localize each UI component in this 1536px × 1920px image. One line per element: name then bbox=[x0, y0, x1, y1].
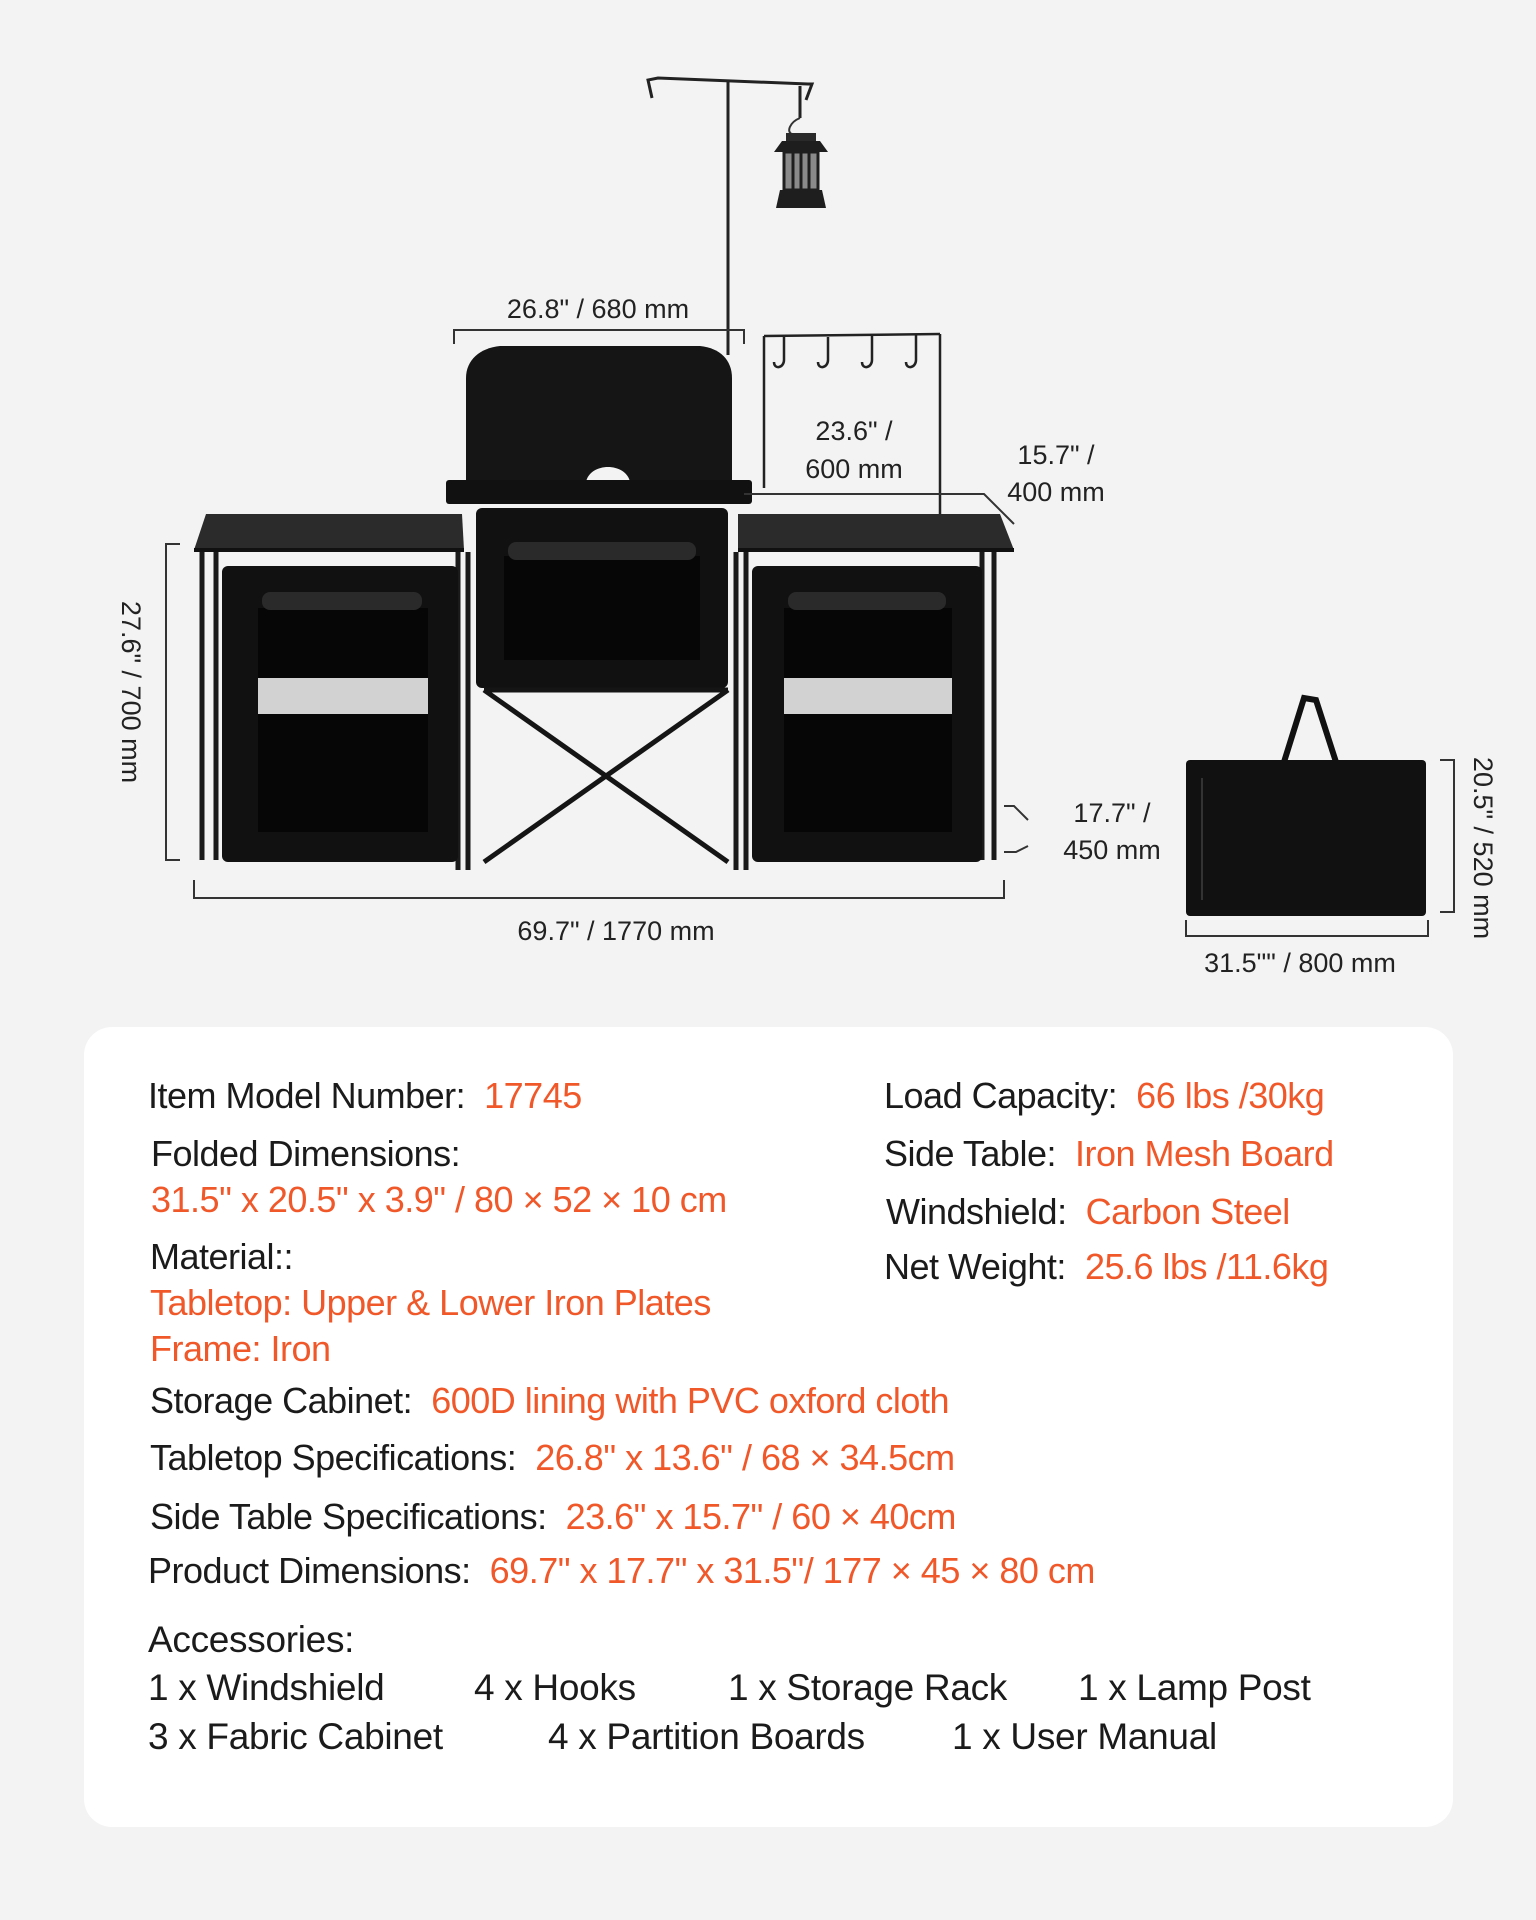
dim-bag-width: 31.5"" / 800 mm bbox=[1204, 948, 1396, 978]
accessory-item: 4 x Hooks bbox=[474, 1667, 636, 1708]
spec-folded-value: 31.5" x 20.5" x 3.9" / 80 × 52 × 10 cm bbox=[151, 1178, 727, 1222]
carry-bag bbox=[1186, 694, 1426, 916]
dim-cabinet-depth-line2: 450 mm bbox=[1063, 835, 1161, 865]
product-dimension-diagram: 26.8" / 680 mm 23.6" / 600 mm 15.7" / 40… bbox=[116, 76, 1498, 978]
dim-side-table-width-line2: 600 mm bbox=[805, 454, 903, 484]
spec-label: Windshield: bbox=[886, 1191, 1067, 1232]
spec-label: Side Table Specifications: bbox=[150, 1496, 547, 1537]
dim-cabinet-depth-line1: 17.7" / bbox=[1073, 798, 1151, 828]
accessory-item: 1 x Lamp Post bbox=[1078, 1667, 1311, 1708]
left-fabric-cabinet bbox=[222, 566, 458, 862]
dim-bag-height: 20.5" / 520 mm bbox=[1468, 757, 1498, 939]
spec-value: 31.5" x 20.5" x 3.9" / 80 × 52 × 10 cm bbox=[151, 1179, 727, 1220]
spec-label: Side Table: bbox=[884, 1133, 1056, 1174]
spec-side-table: Side Table: Iron Mesh Board bbox=[884, 1132, 1334, 1176]
spec-net-weight: Net Weight: 25.6 lbs /11.6kg bbox=[884, 1245, 1329, 1289]
spec-storage-cabinet: Storage Cabinet: 600D lining with PVC ox… bbox=[150, 1379, 949, 1423]
accessory-item: 4 x Partition Boards bbox=[548, 1716, 865, 1757]
accessories-title: Accessories: bbox=[148, 1619, 355, 1660]
spec-material-label: Material:: bbox=[150, 1235, 294, 1279]
dim-side-table-depth-line2: 400 mm bbox=[1007, 477, 1105, 507]
spec-material-value-2: Frame: Iron bbox=[150, 1327, 331, 1371]
hook-rack bbox=[762, 332, 942, 520]
dim-total-length: 69.7" / 1770 mm bbox=[517, 916, 714, 946]
spec-label: Storage Cabinet: bbox=[150, 1380, 413, 1421]
spec-card bbox=[84, 1027, 1453, 1827]
spec-windshield: Windshield: Carbon Steel bbox=[886, 1190, 1290, 1234]
dim-windshield-width: 26.8" / 680 mm bbox=[507, 294, 689, 324]
spec-side-table-specifications: Side Table Specifications: 23.6" x 15.7"… bbox=[150, 1495, 956, 1539]
center-fabric-cabinet bbox=[476, 508, 728, 688]
spec-label: Material:: bbox=[150, 1236, 294, 1277]
spec-label: Net Weight: bbox=[884, 1246, 1066, 1287]
spec-load-capacity: Load Capacity: 66 lbs /30kg bbox=[884, 1074, 1325, 1118]
accessory-item: 1 x Storage Rack bbox=[728, 1667, 1008, 1708]
accessory-item: 1 x User Manual bbox=[952, 1716, 1217, 1757]
dimension-lines bbox=[165, 329, 1455, 937]
spec-value: Tabletop: Upper & Lower Iron Plates bbox=[150, 1282, 711, 1323]
spec-value: 600D lining with PVC oxford cloth bbox=[431, 1380, 949, 1421]
dim-side-table-width-line1: 23.6" / bbox=[815, 416, 893, 446]
right-fabric-cabinet bbox=[752, 566, 982, 862]
spec-folded-label: Folded Dimensions: bbox=[151, 1132, 461, 1176]
spec-label: Item Model Number: bbox=[148, 1075, 466, 1116]
spec-label: Folded Dimensions: bbox=[151, 1133, 461, 1174]
spec-label: Product Dimensions: bbox=[148, 1550, 471, 1591]
right-side-table bbox=[738, 514, 1014, 550]
spec-product-dimensions: Product Dimensions: 69.7" x 17.7" x 31.5… bbox=[148, 1549, 1095, 1593]
spec-value: 23.6" x 15.7" / 60 × 40cm bbox=[565, 1496, 957, 1537]
dim-table-height: 27.6" / 700 mm bbox=[116, 601, 146, 783]
spec-label: Load Capacity: bbox=[884, 1075, 1118, 1116]
spec-value: 69.7" x 17.7" x 31.5"/ 177 × 45 × 80 cm bbox=[489, 1550, 1096, 1591]
spec-value: Iron Mesh Board bbox=[1074, 1133, 1334, 1174]
center-x-frame bbox=[482, 687, 730, 865]
spec-value: Carbon Steel bbox=[1085, 1191, 1291, 1232]
left-side-table bbox=[194, 514, 464, 550]
spec-model-number: Item Model Number: 17745 bbox=[148, 1074, 582, 1118]
spec-value: 26.8" x 13.6" / 68 × 34.5cm bbox=[535, 1437, 955, 1478]
spec-value: 17745 bbox=[484, 1075, 582, 1116]
lamp-post bbox=[646, 76, 815, 355]
spec-value: 66 lbs /30kg bbox=[1136, 1075, 1325, 1116]
center-tabletop bbox=[446, 480, 752, 504]
lantern-icon bbox=[774, 117, 828, 208]
spec-material-value-1: Tabletop: Upper & Lower Iron Plates bbox=[150, 1281, 711, 1325]
spec-tabletop: Tabletop Specifications: 26.8" x 13.6" /… bbox=[150, 1436, 955, 1480]
accessory-item: 3 x Fabric Cabinet bbox=[148, 1716, 443, 1757]
spec-label: Tabletop Specifications: bbox=[150, 1437, 517, 1478]
accessory-item: 1 x Windshield bbox=[148, 1667, 385, 1708]
dim-side-table-depth-line1: 15.7" / bbox=[1017, 440, 1095, 470]
windshield bbox=[466, 346, 732, 480]
spec-value: 25.6 lbs /11.6kg bbox=[1084, 1246, 1329, 1287]
spec-value: Frame: Iron bbox=[150, 1328, 331, 1369]
